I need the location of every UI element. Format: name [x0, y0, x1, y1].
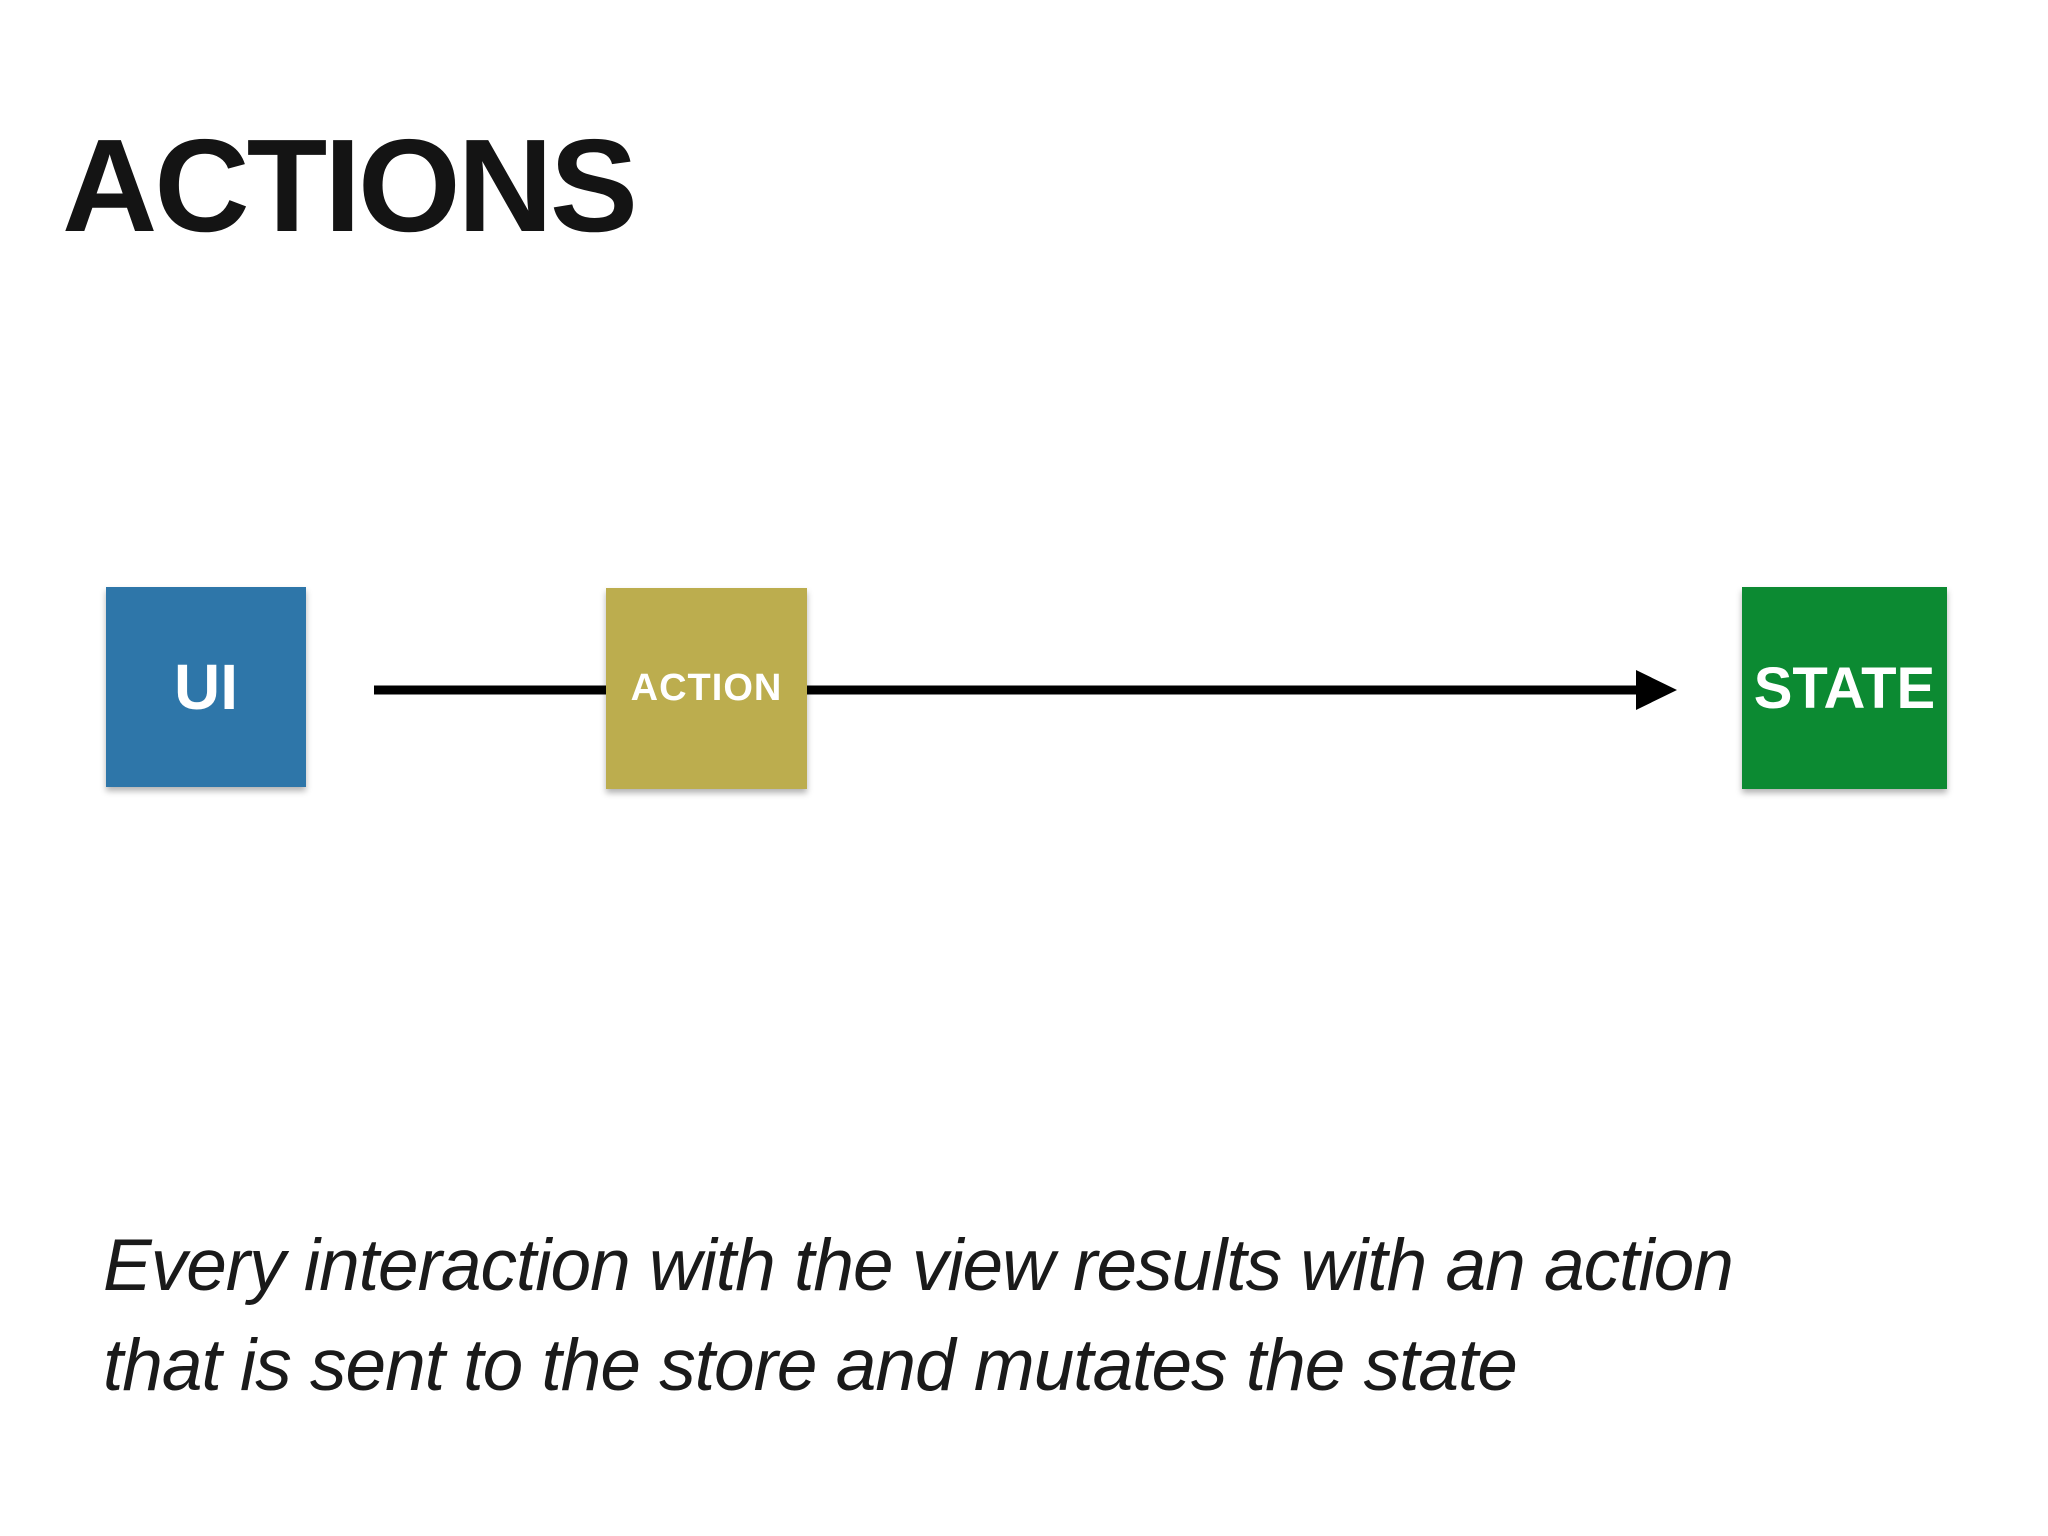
node-ui-label: UI — [174, 651, 238, 723]
node-action: ACTION — [606, 588, 807, 789]
node-state-label: STATE — [1753, 655, 1936, 721]
caption-line-1: Every interaction with the view results … — [103, 1225, 1734, 1306]
node-state: STATE — [1742, 587, 1947, 789]
node-action-label: ACTION — [630, 667, 783, 709]
caption: Every interaction with the view results … — [103, 1216, 1734, 1416]
node-ui: UI — [106, 587, 306, 787]
caption-line-2: that is sent to the store and mutates th… — [103, 1325, 1518, 1406]
slide-title: ACTIONS — [62, 112, 638, 259]
